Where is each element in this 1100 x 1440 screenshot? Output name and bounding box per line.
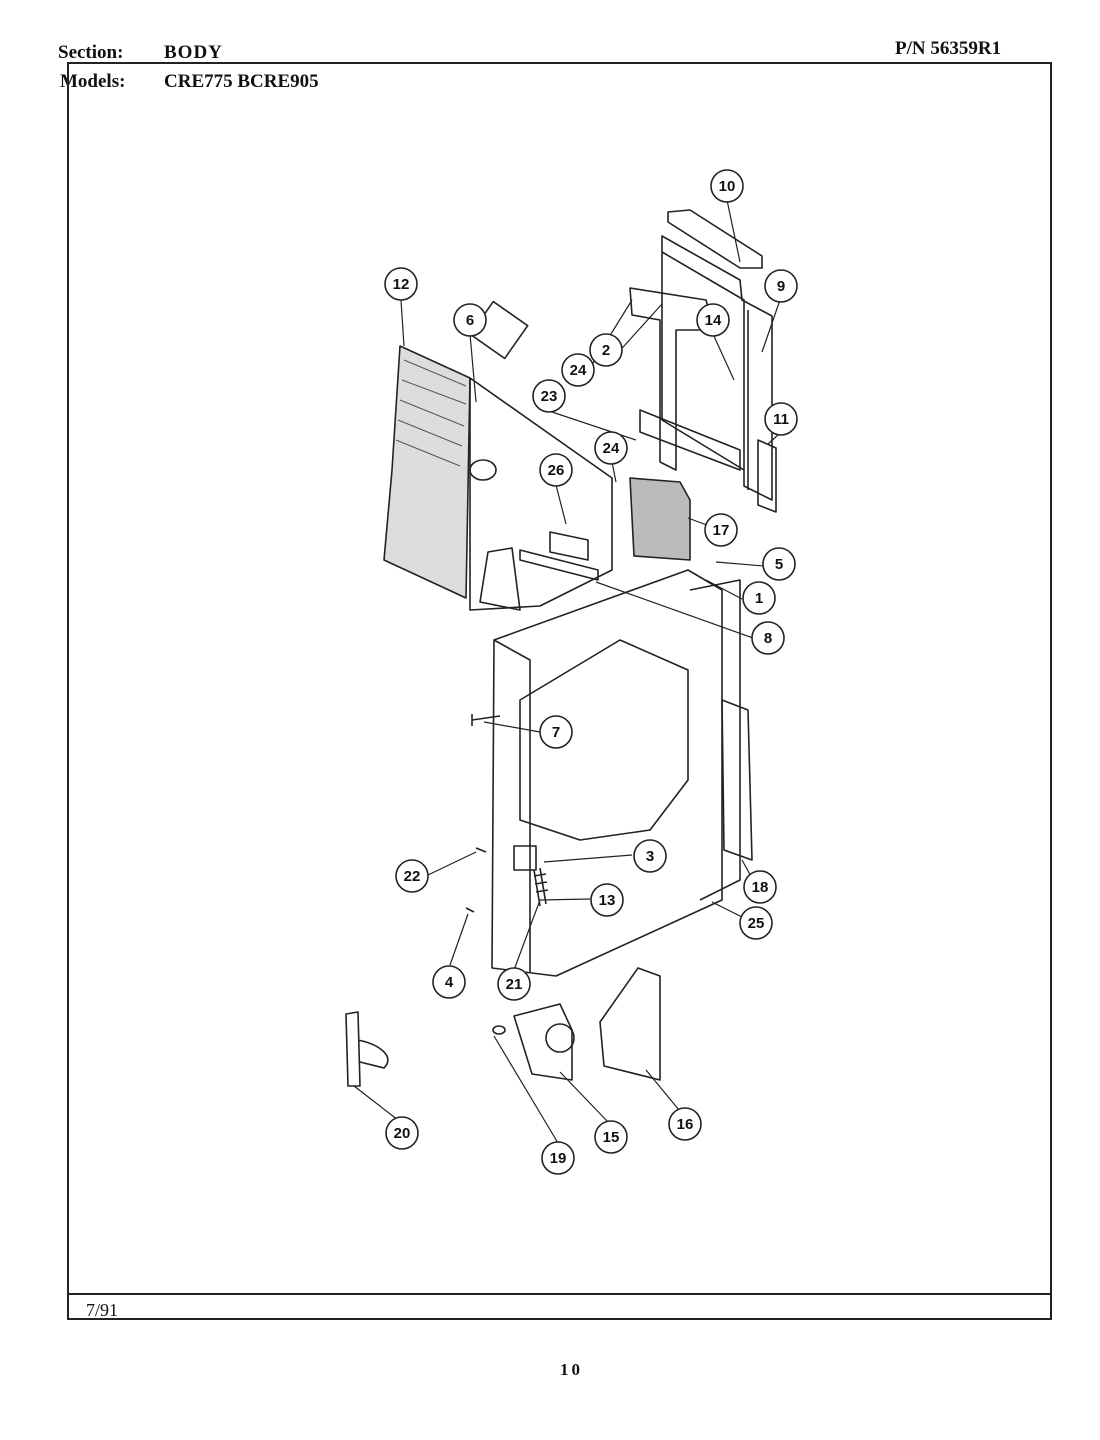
callout-circle [561,353,595,387]
callout-number: 19 [550,1150,567,1167]
callout-circle [594,431,628,465]
callout-number: 22 [404,868,421,885]
callout-circle [704,513,738,547]
top-cap-part [667,209,763,269]
callout-number: 14 [705,312,722,329]
callout-number: 7 [552,724,560,741]
drum-opening [519,639,689,841]
callout-number: 6 [466,312,474,329]
callout-number: 24 [603,440,620,457]
rail-bracket [757,439,777,513]
callout-number: 12 [393,276,410,293]
timer-cover [599,967,661,1081]
callout-circle [742,581,776,615]
callout-circle [633,839,667,873]
callout-circle [395,859,429,893]
models-value: CRE775 BCRE905 [164,71,319,92]
callout-circle [384,267,418,301]
screw-22 [475,847,487,853]
terminal-block [549,531,589,561]
callout-circle [743,870,777,904]
callout-circle [762,547,796,581]
callout-circle [668,1107,702,1141]
insulation-blanket [383,345,471,599]
callout-number: 21 [506,976,523,993]
page-number: 10 [560,1360,583,1379]
callout-number: 1 [755,590,763,607]
callout-number: 8 [764,630,772,647]
callout-circle [539,715,573,749]
callout-number: 20 [394,1125,411,1142]
models-label: Models: [60,71,126,92]
callout-circle [541,1141,575,1175]
callout-number: 9 [777,278,785,295]
side-bracket [721,699,753,861]
screw-4 [465,907,475,913]
door-switch [513,845,537,871]
section-label: Section: [58,42,124,63]
front-bulkhead [491,569,723,977]
callout-number: 5 [775,556,783,573]
callout-circle [594,1120,628,1154]
callout-circle [589,333,623,367]
callout-number: 11 [773,411,789,428]
callout-circle [739,906,773,940]
callout-number: 23 [541,388,558,405]
callout-circle [385,1116,419,1150]
callout-number: 16 [677,1116,694,1133]
knob-part [492,1025,506,1035]
callout-circle [751,621,785,655]
diagram-frame [67,62,1052,1320]
callout-circle [532,379,566,413]
callout-number: 3 [646,848,654,865]
timer-assembly [513,1003,573,1081]
callout-number: 25 [748,915,765,932]
side-rail-panel [661,235,773,501]
filter-box [629,477,691,561]
callout-number: 24 [570,362,587,379]
part-number: P/N 56359R1 [895,38,1002,59]
footer-divider [67,1293,1052,1295]
callout-number: 15 [603,1129,620,1146]
callout-number: 4 [445,974,454,991]
callout-circle [764,402,798,436]
callout-circle [696,303,730,337]
revision-date: 7/91 [86,1300,119,1320]
section-value: BODY [164,42,223,63]
callout-circle [590,883,624,917]
callout-circle [539,453,573,487]
callout-number: 2 [602,342,610,359]
back-panel [469,377,613,611]
callout-circle [710,169,744,203]
callout-circle [497,967,531,1001]
callout-number: 10 [719,178,736,195]
callout-number: 17 [713,522,730,539]
screw-part [471,714,501,726]
callout-number: 13 [599,892,616,909]
callout-circle [764,269,798,303]
callout-number: 18 [752,879,769,896]
wire-harness [345,1011,389,1087]
callout-number: 26 [548,462,565,479]
callout-circle [432,965,466,999]
callout-circle [453,303,487,337]
spring-part [533,867,549,907]
